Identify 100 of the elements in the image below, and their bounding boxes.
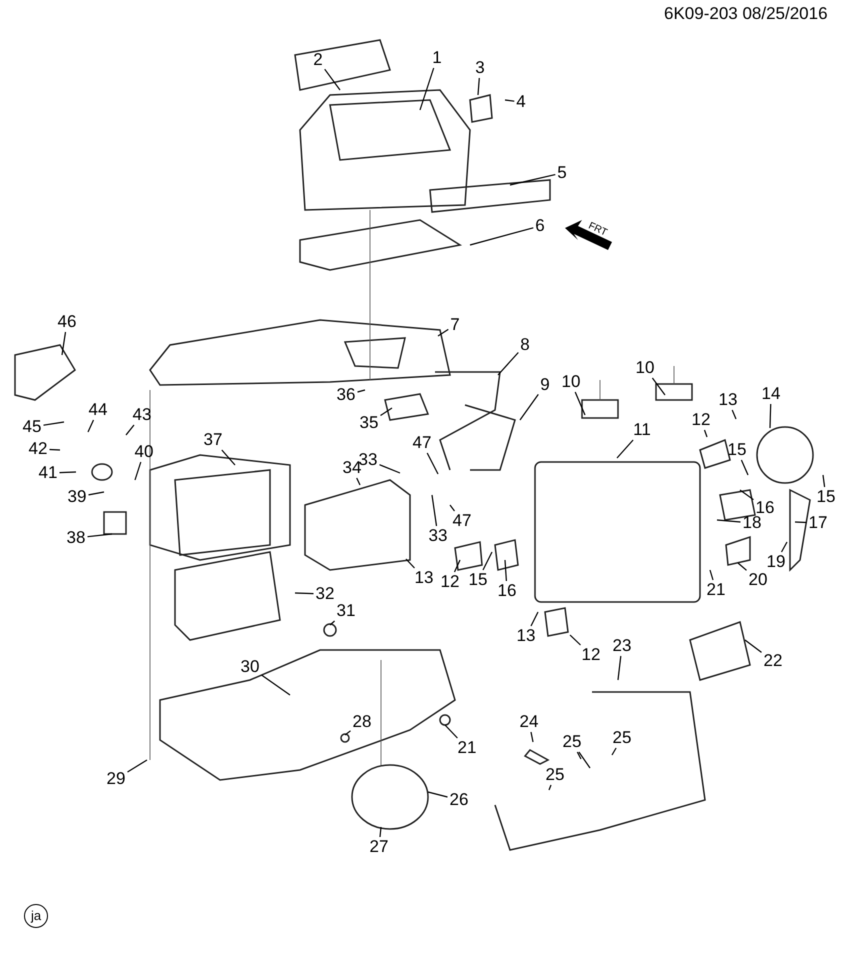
leader-line: [61, 332, 66, 356]
leader-line: [704, 430, 708, 438]
leader-line: [744, 640, 762, 653]
drawing-number: 6K09-203 08/25/2016: [664, 4, 828, 24]
callout-number: 15: [816, 488, 836, 506]
leader-line: [740, 460, 749, 476]
callout-number: 36: [336, 386, 356, 404]
callout-number: 41: [38, 464, 58, 482]
leader-line: [652, 378, 666, 396]
leader-line: [379, 826, 382, 838]
callout-number: 17: [808, 514, 828, 532]
leader-line: [574, 392, 586, 416]
leader-line: [470, 227, 534, 246]
callout-number: 46: [58, 313, 76, 331]
leader-line: [356, 478, 361, 486]
leader-line: [379, 464, 400, 474]
callout-number: 12: [582, 646, 600, 664]
callout-number: 25: [562, 733, 582, 751]
callout-number: 25: [612, 729, 632, 747]
callout-number: 42: [28, 440, 48, 458]
leader-line: [530, 732, 534, 742]
callout-number: 45: [22, 418, 42, 436]
callout-number: 34: [342, 459, 362, 477]
leader-line: [716, 519, 741, 523]
callout-number: 8: [520, 336, 530, 354]
leader-line: [43, 421, 64, 426]
leader-line: [477, 78, 480, 96]
leader-line: [498, 352, 519, 376]
leader-line: [780, 542, 788, 552]
callout-number: 28: [352, 713, 372, 731]
callout-number: 13: [718, 391, 738, 409]
callout-number: 35: [360, 414, 378, 432]
callout-number: 47: [452, 512, 472, 530]
leader-line: [530, 612, 539, 626]
leader-line: [127, 759, 148, 773]
leader-line: [548, 784, 552, 790]
callout-number: 21: [458, 739, 476, 757]
callout-number: 25: [546, 766, 564, 784]
leader-line: [294, 592, 314, 594]
leader-line: [740, 490, 754, 500]
leader-line: [450, 504, 455, 512]
leader-line: [134, 462, 142, 480]
callout-number: 12: [440, 573, 460, 591]
callout-number: 3: [475, 59, 485, 77]
callout-number: 39: [68, 488, 86, 506]
callout-number: 47: [412, 434, 432, 452]
initials-badge: ja: [24, 904, 48, 928]
leader-line: [406, 558, 415, 568]
callout-number: 32: [316, 585, 334, 603]
callout-number: 2: [313, 51, 323, 69]
callout-number: 26: [450, 791, 468, 809]
leader-line: [428, 791, 448, 798]
callout-number: 37: [204, 431, 222, 449]
leader-line: [570, 634, 581, 646]
callout-number: 13: [516, 627, 536, 645]
leader-line: [431, 494, 438, 526]
leader-line: [261, 674, 290, 696]
callout-number: 23: [612, 637, 632, 655]
callout-number: 16: [498, 582, 516, 600]
callout-number: 5: [557, 164, 567, 182]
leader-line: [59, 471, 76, 474]
leader-line: [510, 174, 556, 186]
callout-number: 11: [633, 421, 651, 439]
callout-number: 14: [762, 385, 780, 403]
callout-number: 21: [706, 581, 726, 599]
callout-number: 16: [756, 499, 774, 517]
leader-line: [357, 389, 366, 393]
callout-number: 38: [66, 529, 86, 547]
leader-line: [738, 562, 747, 571]
leader-line: [617, 656, 622, 680]
leader-line: [344, 730, 351, 736]
callout-number: 6: [535, 217, 545, 235]
leader-line: [732, 410, 737, 420]
leader-line: [330, 620, 335, 626]
callout-number: 24: [520, 713, 538, 731]
leader-line: [822, 474, 826, 488]
callout-number: 1: [432, 49, 442, 67]
leader-line: [504, 560, 507, 582]
callout-number: 44: [88, 401, 108, 419]
leader-line: [520, 394, 539, 420]
leader-line: [454, 560, 461, 572]
callout-number: 19: [766, 553, 786, 571]
leader-line: [126, 424, 134, 436]
leader-line: [709, 570, 714, 580]
callout-number: 43: [132, 406, 152, 424]
callout-number: 4: [516, 93, 526, 111]
callout-number: 18: [742, 514, 762, 532]
leader-line: [324, 68, 340, 90]
callout-number: 30: [240, 658, 260, 676]
callout-number: 27: [370, 838, 388, 856]
callout-number: 31: [336, 602, 356, 620]
callout-number: 13: [414, 569, 434, 587]
leader-line: [87, 420, 94, 432]
callout-number: 33: [358, 451, 378, 469]
leader-line: [419, 68, 434, 110]
direction-label: FRT: [586, 220, 609, 239]
leader-line: [769, 404, 772, 428]
callout-number: 12: [692, 411, 710, 429]
callout-number: 29: [106, 770, 126, 788]
callout-number: 9: [540, 376, 550, 394]
